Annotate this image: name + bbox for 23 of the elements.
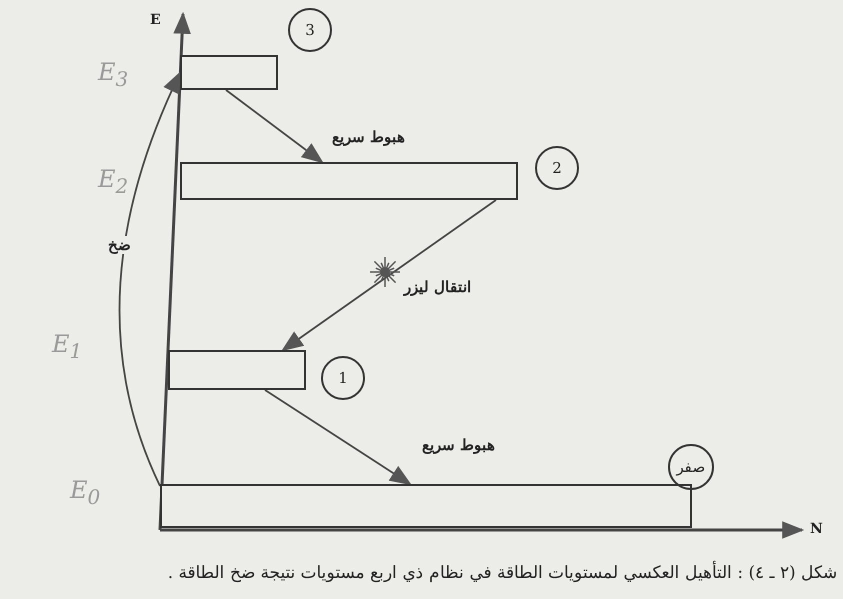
caption: شكل (٢ ـ ٤) : التأهيل العكسي لمستويات الطاقة في نظام ذي اربع مستويات نتيجة ضخ الطاقة . bbox=[168, 562, 837, 583]
arrow bbox=[281, 199, 497, 352]
level-label: E$_{2}$ bbox=[98, 165, 128, 198]
edge-label: ضخ bbox=[106, 236, 133, 254]
arrow bbox=[225, 89, 324, 164]
numbered-circle: 2 bbox=[535, 146, 579, 190]
edge-label: هبوط سريع bbox=[330, 128, 408, 146]
numbered-circle: 3 bbox=[288, 8, 332, 52]
level-label: E$_{1}$ bbox=[52, 330, 82, 363]
numbered-circle: 1 bbox=[321, 356, 365, 400]
energy-level-bar bbox=[168, 350, 306, 390]
energy-level-bar bbox=[180, 162, 518, 200]
energy-level-bar bbox=[160, 484, 692, 528]
level-label: E$_{0}$ bbox=[70, 476, 100, 509]
arrow bbox=[118, 71, 181, 486]
axis-label: N bbox=[810, 521, 823, 537]
numbered-circle: صفر bbox=[668, 444, 714, 490]
arrow bbox=[264, 389, 412, 486]
edge-label: هبوط سريع bbox=[420, 436, 498, 454]
axis-label: E bbox=[150, 12, 161, 28]
energy-level-bar bbox=[180, 55, 278, 90]
edge-label: انتقال ليزر bbox=[402, 278, 474, 296]
level-label: E$_{3}$ bbox=[98, 58, 128, 91]
